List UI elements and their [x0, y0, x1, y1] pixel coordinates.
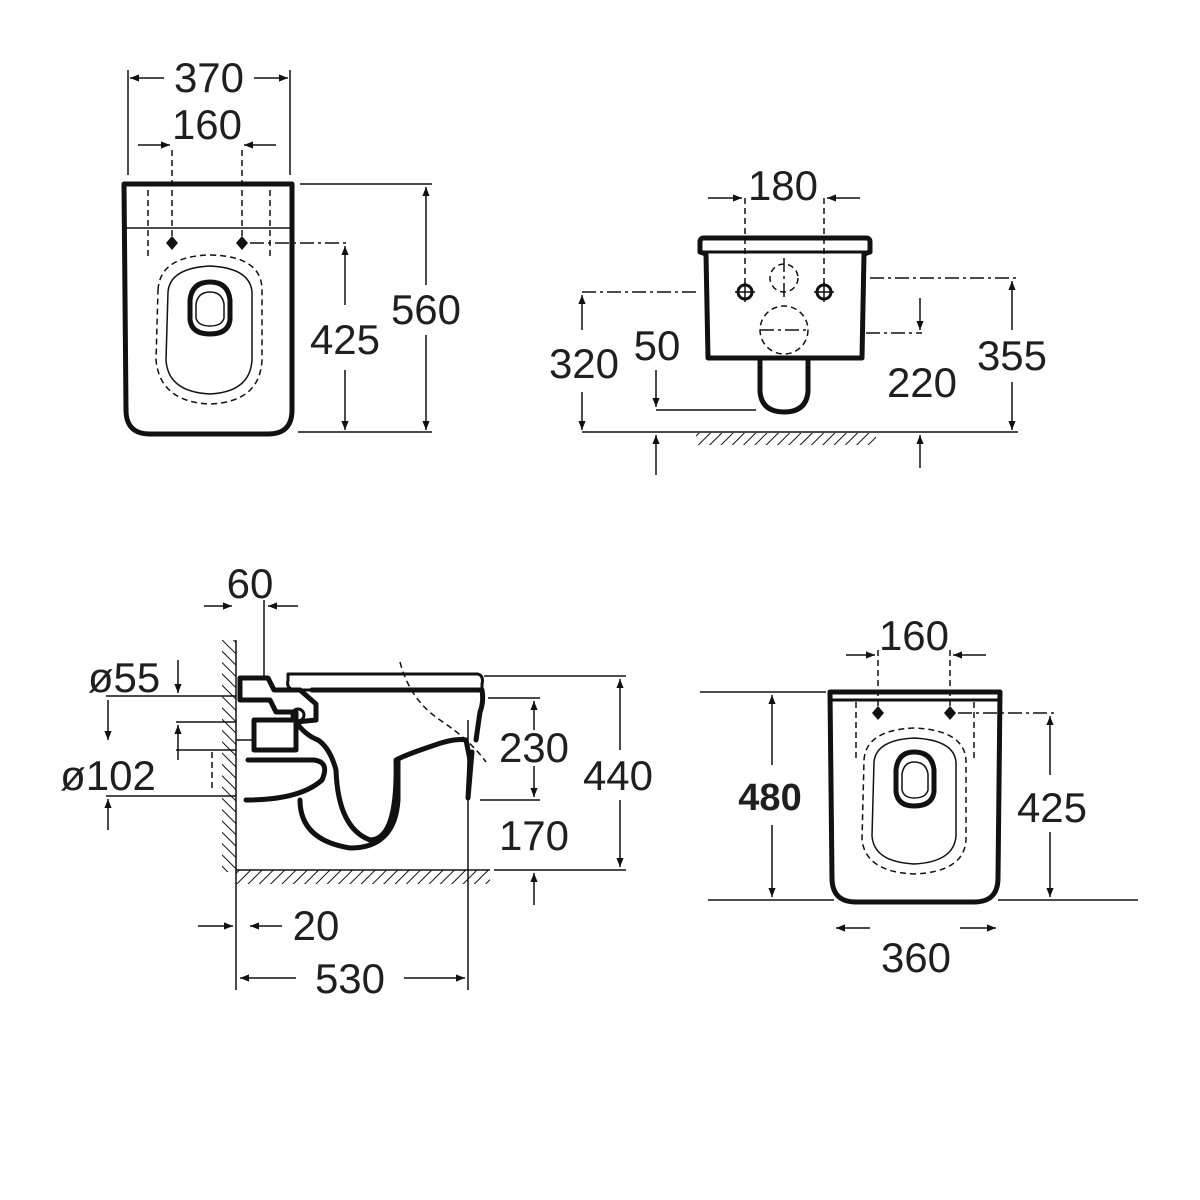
side-view: 60 ø55 ø102 230 440 170 20 530	[60, 560, 653, 1002]
rear-body-outline	[697, 235, 873, 361]
fixing-point-icon	[735, 282, 834, 302]
dim-rear-inlet-220: 220	[887, 359, 957, 406]
dim-top-fixing-160: 160	[172, 101, 242, 148]
dim-seat-fixing-160: 160	[879, 612, 949, 659]
fixing-point-icon	[872, 706, 956, 720]
seat-outline	[827, 689, 1003, 905]
dim-side-outlet-height-170: 170	[499, 812, 569, 859]
top-view: 370 160 425 560	[121, 54, 461, 437]
dim-top-width-370: 370	[174, 54, 244, 101]
dim-side-rim-drop-230: 230	[499, 724, 569, 771]
dim-rear-fixing-height-320: 320	[549, 340, 619, 387]
dim-rear-total-355: 355	[977, 332, 1047, 379]
dim-top-fixing-front-425: 425	[310, 316, 380, 363]
bowl-opening	[187, 279, 233, 337]
dim-side-rim-height-440: 440	[583, 752, 653, 799]
rear-view: 180 320 50 220 355	[549, 162, 1047, 475]
dim-seat-width-360: 360	[881, 934, 951, 981]
bowl-body	[293, 719, 475, 843]
dim-side-inlet-dia-55: ø55	[88, 654, 160, 701]
dim-rear-fixing-180: 180	[748, 162, 818, 209]
dim-side-wall-gap-60: 60	[227, 560, 274, 607]
dim-seat-fixing-front-425: 425	[1017, 784, 1087, 831]
seat-bowl-opening	[893, 749, 937, 809]
seat-view: 160 480 425 360	[700, 612, 1138, 981]
rear-outlet	[757, 355, 811, 415]
wall-hatch	[222, 640, 236, 872]
dim-side-wall-offset-20: 20	[293, 902, 340, 949]
floor-hatch	[696, 433, 876, 445]
dim-side-outlet-dia-102: ø102	[60, 752, 156, 799]
dim-seat-length-480: 480	[738, 777, 801, 819]
fixing-point-icon	[166, 236, 248, 250]
floor-hatch	[236, 870, 490, 884]
bowl-outline	[121, 181, 295, 437]
dim-rear-outlet-50: 50	[634, 322, 681, 369]
dim-side-projection-530: 530	[315, 955, 385, 1002]
dim-top-depth-560: 560	[391, 286, 461, 333]
